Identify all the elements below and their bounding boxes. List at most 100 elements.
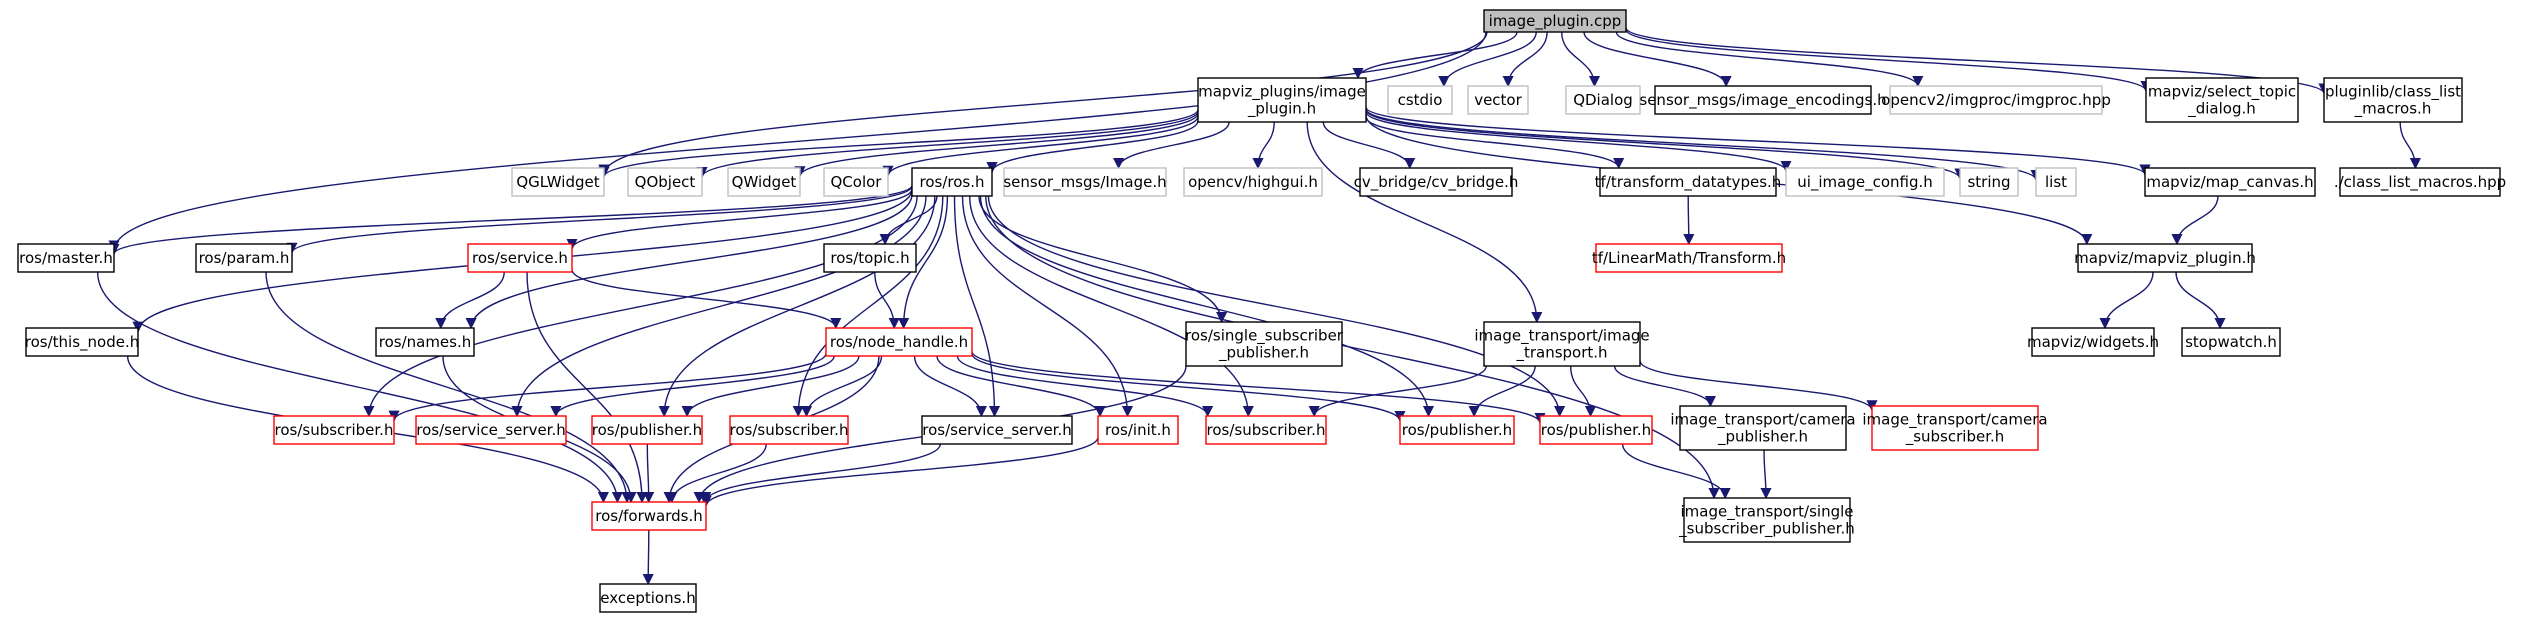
node-select_topic[interactable]: mapviz/select_topic_dialog.h [2145,77,2299,123]
node-label: _publisher.h [1218,344,1309,363]
node-it_single_sub_pub[interactable]: image_transport/single_subscriber_publis… [1678,497,1855,543]
node-label: ros/forwards.h [595,507,702,525]
node-sub_c[interactable]: ros/subscriber.h [1205,415,1327,445]
node-list[interactable]: list [2035,167,2077,197]
node-box [1959,167,2019,197]
edge-line [465,194,913,330]
node-label: mapviz_plugins/image [1198,83,1366,102]
node-box [2145,77,2299,123]
edge-line [1613,365,1716,408]
node-box [17,243,115,273]
node-this_node[interactable]: ros/this_node.h [25,327,139,357]
node-box [1483,321,1641,367]
node-label: ros/topic.h [830,249,909,267]
edge-line [96,271,623,504]
edge-line [2099,271,2154,330]
node-box [1387,85,1453,115]
node-pub_a[interactable]: ros/publisher.h [591,415,703,445]
node-box [1595,243,1783,273]
node-camera_pub[interactable]: image_transport/camera_publisher.h [1670,405,1856,451]
node-sensor_image[interactable]: sensor_msgs/Image.h [1003,167,1167,197]
node-map_canvas[interactable]: mapviz/map_canvas.h [2144,167,2316,197]
node-box [1679,405,1847,451]
edge-line [598,109,1199,178]
node-ros_names[interactable]: ros/names.h [375,327,475,357]
node-label: mapviz/widgets.h [2027,333,2159,351]
node-label: ros/service_server.h [922,421,1072,440]
node-highgui[interactable]: opencv/highgui.h [1183,167,1323,197]
node-ros_forwards[interactable]: ros/forwards.h [591,501,707,531]
node-single_sub_pub[interactable]: ros/single_subscriber_publisher.h [1185,321,1344,367]
node-vector[interactable]: vector [1467,85,1529,115]
node-qobject[interactable]: QObject [627,167,703,197]
node-tf_transform[interactable]: tf/LinearMath/Transform.h [1592,243,1786,273]
node-qglwidget[interactable]: QGLWidget [511,167,605,197]
node-img_enc[interactable]: sensor_msgs/image_encodings.h [1639,85,1887,115]
edge-ros_h-to-sub_b [792,195,944,418]
edge-line [1365,106,2151,176]
node-camera_sub[interactable]: image_transport/camera_subscriber.h [1862,405,2048,451]
edge-line [1322,121,1416,170]
node-label: ros/publisher.h [1402,421,1512,439]
node-ros_h[interactable]: ros/ros.h [911,167,993,197]
node-label: ros/publisher.h [592,421,702,439]
edge-line [566,188,913,251]
node-label: mapviz/map_canvas.h [2146,173,2313,192]
node-image_transport[interactable]: image_transport/image_transport.h [1474,321,1650,367]
node-label: QGLWidget [516,173,599,191]
node-label: ros/publisher.h [1541,421,1651,439]
edge-node_handle-to-sub_b [800,355,883,418]
node-class_list_hpp[interactable]: ./class_list_macros.hpp [2334,167,2506,197]
node-srv_server_b[interactable]: ros/service_server.h [921,415,1073,445]
node-qdialog[interactable]: QDialog [1565,85,1641,115]
edge-line [979,195,1435,418]
edge-line [1252,121,1275,170]
node-label: ui_image_config.h [1797,173,1933,192]
edge-line [1621,443,1731,500]
edge-line [1683,195,1695,246]
node-stopwatch[interactable]: stopwatch.h [2181,327,2281,357]
node-mapviz_plugin[interactable]: mapviz/mapviz_plugin.h [2074,243,2256,273]
node-pub_c[interactable]: ros/publisher.h [1539,415,1653,445]
node-ros_param[interactable]: ros/param.h [195,243,293,273]
edge-line [874,271,900,330]
node-imgproc[interactable]: opencv2/imgproc/imgproc.hpp [1881,85,2111,115]
edge-line [792,195,944,418]
node-node_handle[interactable]: ros/node_handle.h [825,327,973,357]
node-cv_bridge[interactable]: cv_bridge/cv_bridge.h [1354,167,1519,197]
edge-image_transport-to-sub_c [1308,365,1487,418]
node-box [2035,167,2077,197]
node-box [727,167,801,197]
node-ros_service[interactable]: ros/service.h [467,243,573,273]
node-pub_b[interactable]: ros/publisher.h [1399,415,1515,445]
edge-ros_h-to-sub_c [969,195,1254,418]
edge-root-to-imgproc [1615,31,1924,88]
node-qwidget[interactable]: QWidget [727,167,801,197]
node-sub_a[interactable]: ros/subscriber.h [273,415,395,445]
edge-transform_dt-to-tf_transform [1683,195,1695,246]
node-ros_init[interactable]: ros/init.h [1097,415,1179,445]
node-box [1205,415,1327,445]
node-cstdio[interactable]: cstdio [1387,85,1453,115]
node-root[interactable]: image_plugin.cpp [1483,9,1627,33]
node-srv_server_a[interactable]: ros/service_server.h [415,415,567,445]
node-sub_b[interactable]: ros/subscriber.h [729,415,849,445]
node-transform_dt[interactable]: tf/transform_datatypes.h [1595,167,1782,197]
node-class_list[interactable]: pluginlib/class_list_macros.h [2323,77,2463,123]
node-exceptions[interactable]: exceptions.h [599,583,697,613]
edge-root-to-ros_master [108,31,1487,252]
node-string[interactable]: string [1959,167,2019,197]
edge-root-to-qglwidget [598,31,1488,176]
edge-line [598,31,1488,176]
edge-line [642,529,654,586]
node-label: stopwatch.h [2185,333,2277,351]
node-ros_master[interactable]: ros/master.h [17,243,115,273]
node-qcolor[interactable]: QColor [823,167,889,197]
node-ros_topic[interactable]: ros/topic.h [823,243,917,273]
node-image_plugin_h[interactable]: mapviz_plugins/image_plugin.h [1197,77,1367,123]
node-widgets[interactable]: mapviz/widgets.h [2027,327,2159,357]
node-ui_image_config[interactable]: ui_image_config.h [1785,167,1945,197]
edge-line [1570,365,1597,418]
edge-line [526,271,648,504]
node-label: ros/ros.h [920,173,985,191]
